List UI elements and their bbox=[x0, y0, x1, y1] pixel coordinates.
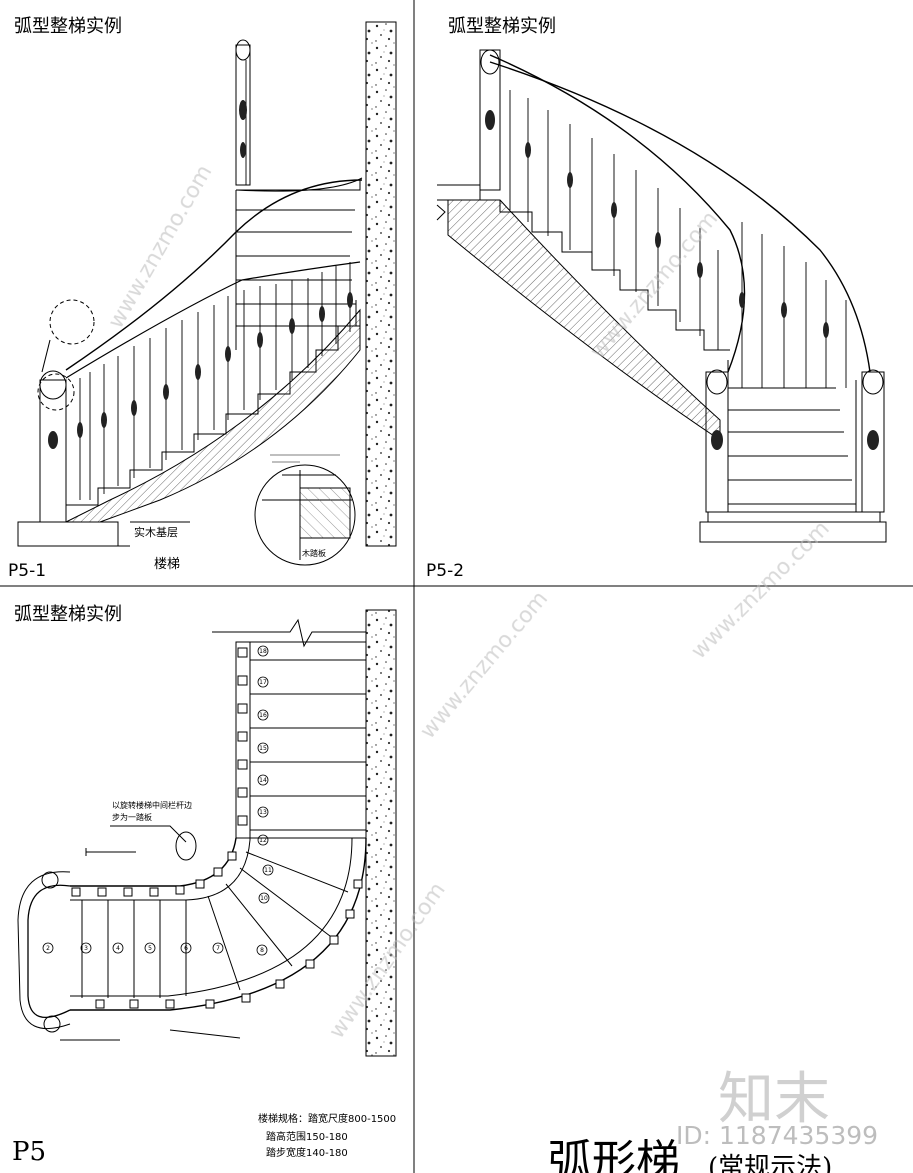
plan-tread-numbers: 18 17 16 15 14 13 12 11 10 8 7 6 5 4 3 2 bbox=[42, 645, 274, 956]
tread-number: 11 bbox=[264, 867, 272, 874]
tread-number: 16 bbox=[259, 712, 267, 719]
tread-number: 5 bbox=[148, 945, 152, 952]
note-solid-wood: 实木基层 bbox=[134, 525, 178, 539]
plan-concrete-wall bbox=[365, 609, 397, 1057]
spec-line-2: 踏高范围150-180 bbox=[266, 1130, 348, 1143]
heading-arc-stair-sub: (常规示法) bbox=[708, 1153, 832, 1173]
code-p5: P5 bbox=[12, 1137, 46, 1167]
title-p5-1: 弧型整梯实例 bbox=[14, 16, 122, 37]
elevation-p5-1 bbox=[17, 21, 397, 566]
watermark-site: www.znzmo.com bbox=[415, 586, 553, 743]
note-detail-tread: 木踏板 bbox=[302, 548, 326, 558]
tread-number: 7 bbox=[216, 945, 220, 952]
tread-number: 4 bbox=[116, 945, 120, 952]
watermark-site: www.znzmo.com bbox=[687, 516, 835, 664]
tread-number: 15 bbox=[259, 745, 267, 752]
spec-line-3: 踏步宽度140-180 bbox=[266, 1146, 348, 1159]
tread-number: 18 bbox=[259, 648, 267, 655]
title-p5: 弧型整梯实例 bbox=[14, 604, 122, 625]
watermark-site: www.znzmo.com bbox=[585, 206, 723, 363]
tread-number-markers bbox=[42, 645, 274, 956]
tread-number: 12 bbox=[259, 837, 267, 844]
tread-number: 6 bbox=[184, 945, 188, 952]
elevation-p5-2 bbox=[436, 49, 887, 543]
concrete-wall bbox=[365, 21, 397, 547]
watermark-site: www.znzmo.com bbox=[104, 161, 218, 333]
spec-line-1: 楼梯规格：踏宽尺度800-1500 bbox=[258, 1112, 396, 1125]
tread-number: 8 bbox=[260, 947, 264, 954]
tread-number: 3 bbox=[84, 945, 88, 952]
code-p5-2: P5-2 bbox=[426, 561, 464, 581]
watermark-id: ID: 1187435399 bbox=[676, 1121, 878, 1150]
tread-number: 13 bbox=[259, 809, 267, 816]
detail-callout-lower bbox=[37, 373, 75, 411]
tread-number: 10 bbox=[260, 895, 268, 902]
callout-line-1: 以旋转楼梯中间栏杆边 bbox=[112, 800, 192, 810]
code-p5-1: P5-1 bbox=[8, 561, 46, 581]
callout-line-2: 步为一踏板 bbox=[112, 812, 152, 822]
plan-p5 bbox=[17, 609, 397, 1057]
tread-number: 14 bbox=[259, 777, 267, 784]
handrail-detail-circle bbox=[254, 464, 356, 566]
tread-number: 2 bbox=[46, 945, 50, 952]
heading-arc-stair: 弧形梯 bbox=[548, 1136, 680, 1173]
detail-callout-upper bbox=[49, 299, 95, 345]
watermark-logo: 知末 bbox=[718, 1067, 830, 1132]
tread-number: 17 bbox=[259, 679, 267, 686]
title-p5-2: 弧型整梯实例 bbox=[448, 16, 556, 37]
caption-p5-1: 楼梯 bbox=[154, 557, 180, 572]
